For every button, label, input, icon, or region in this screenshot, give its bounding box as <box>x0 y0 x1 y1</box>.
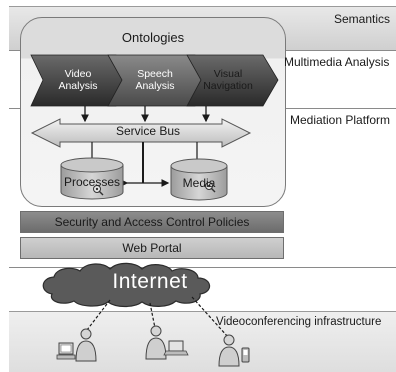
visual-navigation-line2: Navigation <box>203 80 253 92</box>
processes-database <box>60 157 124 200</box>
videoconf-layer-band <box>9 311 396 372</box>
mediation-layer-label: Mediation Platform <box>290 113 391 127</box>
ontologies-label: Ontologies <box>121 30 185 45</box>
video-analysis-label: Video Analysis <box>46 68 110 92</box>
processes-label: Processes <box>63 175 121 189</box>
internet-label: Internet <box>112 270 188 293</box>
mobile-user-icon <box>218 334 250 367</box>
media-label: Media <box>182 176 216 190</box>
service-bus-label: Service Bus <box>115 124 181 138</box>
video-analysis-line2: Analysis <box>58 80 98 92</box>
link-laptop-user <box>149 302 156 329</box>
media-gear-icon <box>205 182 216 193</box>
security-policies-bar: Security and Access Control Policies <box>20 211 284 233</box>
laptop-user-icon <box>145 325 189 360</box>
speech-analysis-line2: Analysis <box>135 80 175 92</box>
service-bus-arrow <box>30 118 252 148</box>
visual-navigation-line1: Visual <box>213 68 243 80</box>
multimedia-layer-label: Multimedia Analysis <box>284 55 390 69</box>
link-mobile-user <box>191 296 229 338</box>
semantics-layer-label: Semantics <box>334 12 391 26</box>
web-portal-bar: Web Portal <box>20 237 284 259</box>
media-database <box>170 158 228 201</box>
videoconf-layer-label: Videoconferencing infrastructure <box>216 316 382 328</box>
video-analysis-line1: Video <box>64 68 92 80</box>
speech-analysis-line1: Speech <box>137 68 173 80</box>
speech-analysis-label: Speech Analysis <box>122 68 188 92</box>
chevron-visual-navigation <box>186 54 279 107</box>
desktop-user-icon <box>56 328 97 362</box>
visual-navigation-label: Visual Navigation <box>196 68 260 92</box>
link-desktop-user <box>86 299 111 331</box>
processes-gear-icon <box>93 185 104 196</box>
